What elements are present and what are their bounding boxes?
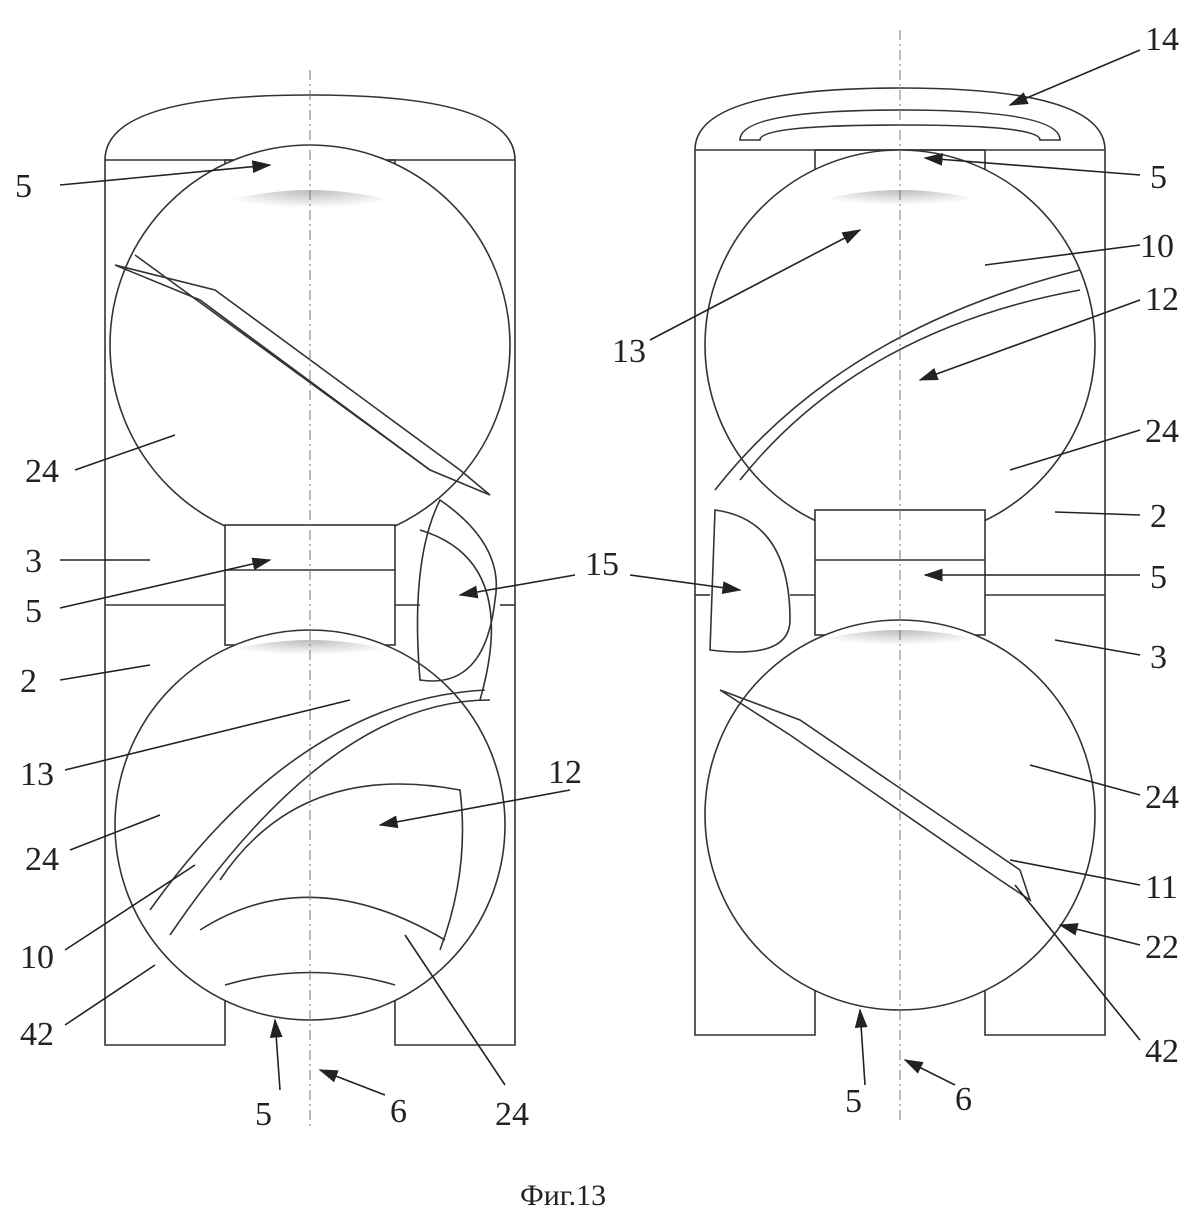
label-24: 24 (1145, 779, 1179, 816)
label-5: 5 (255, 1096, 272, 1133)
label-5: 5 (1150, 159, 1167, 196)
label-24: 24 (495, 1096, 529, 1133)
label-13: 13 (20, 756, 54, 793)
label-11: 11 (1145, 869, 1178, 906)
label-10: 10 (20, 939, 54, 976)
label-5: 5 (15, 168, 32, 205)
label-5: 5 (25, 593, 42, 630)
label-5: 5 (845, 1083, 862, 1120)
label-24: 24 (25, 841, 59, 878)
label-15: 15 (585, 546, 619, 583)
label-13: 13 (612, 333, 646, 370)
label-5: 5 (1150, 559, 1167, 596)
label-42: 42 (1145, 1033, 1179, 1070)
label-12: 12 (1145, 281, 1179, 318)
label-3: 3 (25, 543, 42, 580)
left-housing (105, 70, 515, 1130)
label-14: 14 (1145, 21, 1179, 58)
label-10: 10 (1140, 228, 1174, 265)
label-6: 6 (955, 1081, 972, 1118)
label-6: 6 (390, 1093, 407, 1130)
label-2: 2 (20, 663, 37, 700)
label-24: 24 (1145, 413, 1179, 450)
label-24: 24 (25, 453, 59, 490)
figure-caption: Фиг.13 (520, 1179, 606, 1212)
label-3: 3 (1150, 639, 1167, 676)
label-12: 12 (548, 754, 582, 791)
label-42: 42 (20, 1016, 54, 1053)
label-2: 2 (1150, 498, 1167, 535)
label-22: 22 (1145, 929, 1179, 966)
